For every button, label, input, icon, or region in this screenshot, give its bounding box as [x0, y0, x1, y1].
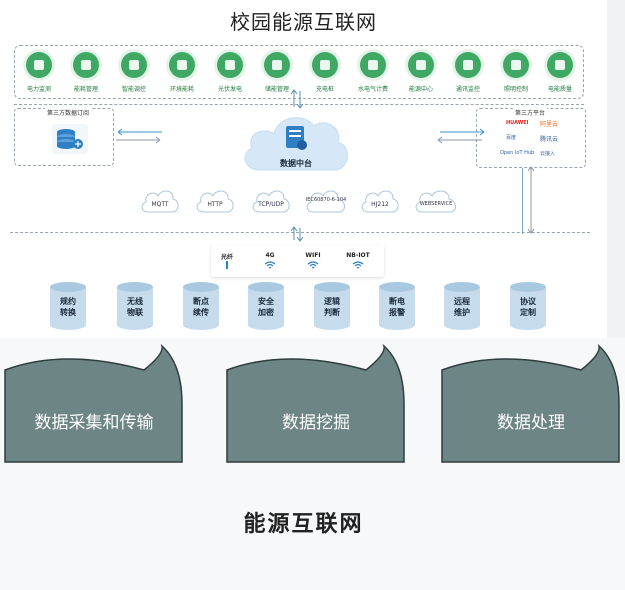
up-down-arrow-icon [290, 89, 304, 109]
data-platform-label: 数据中台 [280, 159, 312, 168]
up-down-arrow-icon [290, 226, 304, 242]
database-icon [52, 124, 88, 154]
connector-line [522, 168, 523, 234]
app-label: 充电桩 [315, 86, 334, 93]
flag-data-processing [441, 344, 620, 463]
function-label: 安全加密 [258, 297, 274, 317]
flag-data-mining [226, 344, 405, 463]
function-cylinder [117, 282, 153, 330]
protocol-cloud [252, 190, 290, 213]
function-cylinder [379, 282, 415, 330]
billing-icon: 水电气计费 [355, 52, 391, 93]
energy-manage-icon: 能耗管理 [68, 52, 104, 93]
bidirectional-arrow-icon [437, 128, 485, 144]
function-label: 逻辑判断 [324, 297, 340, 317]
wifi-icon [264, 261, 276, 269]
environment-icon: 环境能耗 [164, 52, 200, 93]
protocol-label: TCP/UDP [258, 201, 284, 208]
lighting-icon: 照明控制 [498, 52, 534, 93]
flag-label: 数据处理 [497, 413, 565, 433]
cloud-access-logo: 云接入 [540, 151, 556, 157]
tencent-logo: 腾讯云 [540, 136, 559, 143]
panel-edge [607, 0, 625, 338]
charger-icon: 充电桩 [307, 52, 343, 93]
flag-data-collection [4, 344, 183, 463]
function-label: 断点续传 [193, 297, 209, 317]
smart-control-icon: 智能调控 [116, 52, 152, 93]
function-label: 远程维护 [454, 297, 470, 317]
flag-label: 数据采集和传输 [34, 413, 154, 433]
app-label: 照明控制 [503, 86, 528, 93]
data-platform-cloud [244, 117, 348, 171]
app-label: 能耗管理 [73, 86, 98, 93]
function-label: 无线物联 [127, 297, 143, 317]
flag-label: 数据挖掘 [282, 413, 350, 433]
function-label: 规约转换 [60, 297, 76, 317]
function-cylinder [248, 282, 284, 330]
function-label: 协议定制 [520, 297, 536, 317]
database-icon: 能源中心 [403, 52, 439, 93]
app-label: 电能质量 [547, 86, 572, 93]
protocol-label: WEBSERVICE [419, 201, 453, 207]
app-label: 智能调控 [121, 86, 146, 93]
function-cylinder [183, 282, 219, 330]
network-label: NB-IOT [346, 252, 370, 259]
application-icon-bar: 电力监测 能耗管理 智能调控 环境能耗 光伏发电 储能管理 充电桩 水电气计费 … [14, 45, 584, 99]
solar-icon: 光伏发电 [212, 52, 248, 93]
app-label: 能源中心 [408, 86, 433, 93]
wifi-icon [307, 261, 319, 269]
box-title: 第三方平台 [513, 108, 548, 117]
bottom-title: 能源互联网 [243, 512, 364, 537]
signal-icon: 通讯监控 [450, 52, 486, 93]
function-cylinder [510, 282, 546, 330]
third-party-platform-box: 第三方平台 [476, 108, 586, 168]
open-iot-logo: Open IoT Hub [500, 150, 535, 156]
protocol-cloud [141, 190, 179, 213]
quality-icon: 电能质量 [542, 52, 578, 93]
fiber-icon [226, 261, 228, 269]
power-monitor-icon: 电力监测 [21, 52, 57, 93]
network-box [211, 245, 384, 277]
function-cylinder [444, 282, 480, 330]
bidirectional-arrow-icon [116, 128, 162, 144]
wifi-icon [352, 261, 364, 269]
network-label: 4G [265, 252, 275, 259]
app-label: 电力监测 [26, 86, 51, 93]
protocol-label: HTTP [207, 201, 223, 208]
function-cylinder [314, 282, 350, 330]
up-down-arrow-icon [527, 166, 535, 234]
app-label: 通讯监控 [455, 86, 480, 93]
baidu-logo: 百度 [506, 135, 517, 141]
app-label: 水电气计费 [357, 86, 388, 93]
protocol-cloud [361, 190, 399, 213]
network-label: 光纤 [220, 254, 233, 261]
page-title: 校园能源互联网 [230, 10, 377, 34]
protocol-cloud [306, 190, 345, 213]
storage-icon: 储能管理 [259, 52, 295, 93]
app-label: 环境能耗 [169, 86, 194, 93]
divider-line [14, 104, 584, 105]
app-label: 光伏发电 [217, 86, 242, 93]
huawei-logo: HUAWEI [506, 120, 529, 126]
protocol-label: HJ212 [371, 201, 389, 208]
box-title: 第三方数据订阅 [45, 108, 92, 117]
function-cylinder [50, 282, 86, 330]
protocol-label: MQTT [151, 201, 169, 208]
protocol-cloud [196, 190, 234, 213]
function-label: 断电报警 [389, 297, 405, 317]
protocol-cloud [415, 190, 456, 213]
app-label: 储能管理 [264, 86, 289, 93]
protocol-label: IEC60870-6-104 [305, 197, 347, 203]
network-label: WIFI [305, 252, 321, 259]
aliyun-logo: 阿里云 [540, 121, 559, 128]
